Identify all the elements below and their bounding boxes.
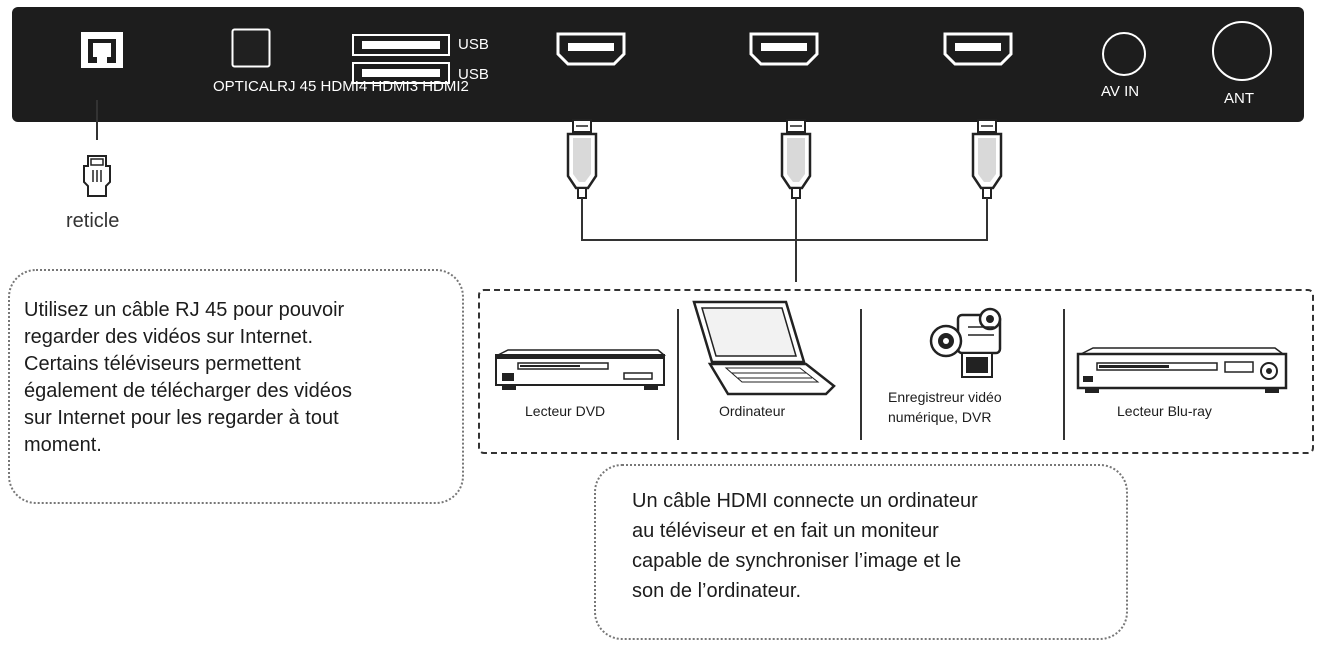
hdmi-callout-line: au téléviseur et en fait un moniteur xyxy=(632,520,939,542)
recorder-label-line1: Enregistreur vidéo xyxy=(888,389,1002,405)
computer-label: Ordinateur xyxy=(719,403,786,419)
av-in-port-icon xyxy=(1101,31,1147,77)
port-labels-strip: OPTICALRJ 45 HDMI4 HDMI3 HDMI2 xyxy=(213,78,469,95)
hdmi-cable-plug-icon xyxy=(562,118,602,200)
hdmi-callout: Un câble HDMI connecte un ordinateur au … xyxy=(594,464,1128,640)
hdmi-port-icon xyxy=(556,32,626,66)
hdmi-cable-plug-icon xyxy=(776,118,816,200)
hdmi-wire-bus xyxy=(581,239,988,241)
device-divider xyxy=(860,309,862,440)
device-divider xyxy=(677,309,679,440)
hdmi-wire-left xyxy=(581,198,583,240)
tv-back-panel xyxy=(12,7,1304,122)
usb-port-icon xyxy=(352,34,450,56)
rj45-callout-line: Utilisez un câble RJ 45 pour pouvoir xyxy=(24,299,345,321)
device-divider xyxy=(1063,309,1065,440)
hdmi-wire-drop xyxy=(795,240,797,282)
rj45-cable-line xyxy=(96,100,98,140)
usb-label-2: USB xyxy=(458,66,489,83)
optical-port-icon xyxy=(231,28,271,68)
bluray-player-icon xyxy=(1075,346,1289,394)
rj45-plug-icon xyxy=(80,152,118,200)
rj45-callout-line: regarder des vidéos sur Internet. xyxy=(24,326,314,348)
devices-group xyxy=(478,289,1314,454)
rj45-callout-line: sur Internet pour les regarder à tout xyxy=(24,407,339,429)
rj45-callout-line: également de télécharger des vidéos xyxy=(24,380,352,402)
rj45-callout-line: moment. xyxy=(24,434,102,456)
usb-label-1: USB xyxy=(458,36,489,53)
bluray-label: Lecteur Blu-ray xyxy=(1117,403,1212,419)
dvd-label: Lecteur DVD xyxy=(525,403,606,419)
rj45-callout: Utilisez un câble RJ 45 pour pouvoir reg… xyxy=(8,269,464,504)
camcorder-icon xyxy=(928,305,1012,381)
hdmi-callout-line: capable de synchroniser l’image et le xyxy=(632,550,962,572)
hdmi-callout-line: Un câble HDMI connecte un ordinateur xyxy=(632,490,978,512)
rj45-callout-line: Certains téléviseurs permettent xyxy=(24,353,301,375)
laptop-icon xyxy=(686,298,836,398)
usb-port-icon xyxy=(352,62,450,84)
ant-label: ANT xyxy=(1224,90,1254,107)
hdmi-port-icon xyxy=(943,32,1013,66)
hdmi-callout-line: son de l’ordinateur. xyxy=(632,580,802,602)
antenna-port-icon xyxy=(1211,20,1273,82)
hdmi-cable-plug-icon xyxy=(967,118,1007,200)
av-in-label: AV IN xyxy=(1101,83,1140,100)
recorder-label-line2: numérique, DVR xyxy=(888,409,992,425)
hdmi-wire-middle xyxy=(795,198,797,240)
rj45-port-icon xyxy=(80,31,124,69)
dvd-player-icon xyxy=(494,349,667,391)
rj45-device-label: reticle xyxy=(66,210,120,232)
hdmi-wire-right xyxy=(986,198,988,240)
hdmi-port-icon xyxy=(749,32,819,66)
